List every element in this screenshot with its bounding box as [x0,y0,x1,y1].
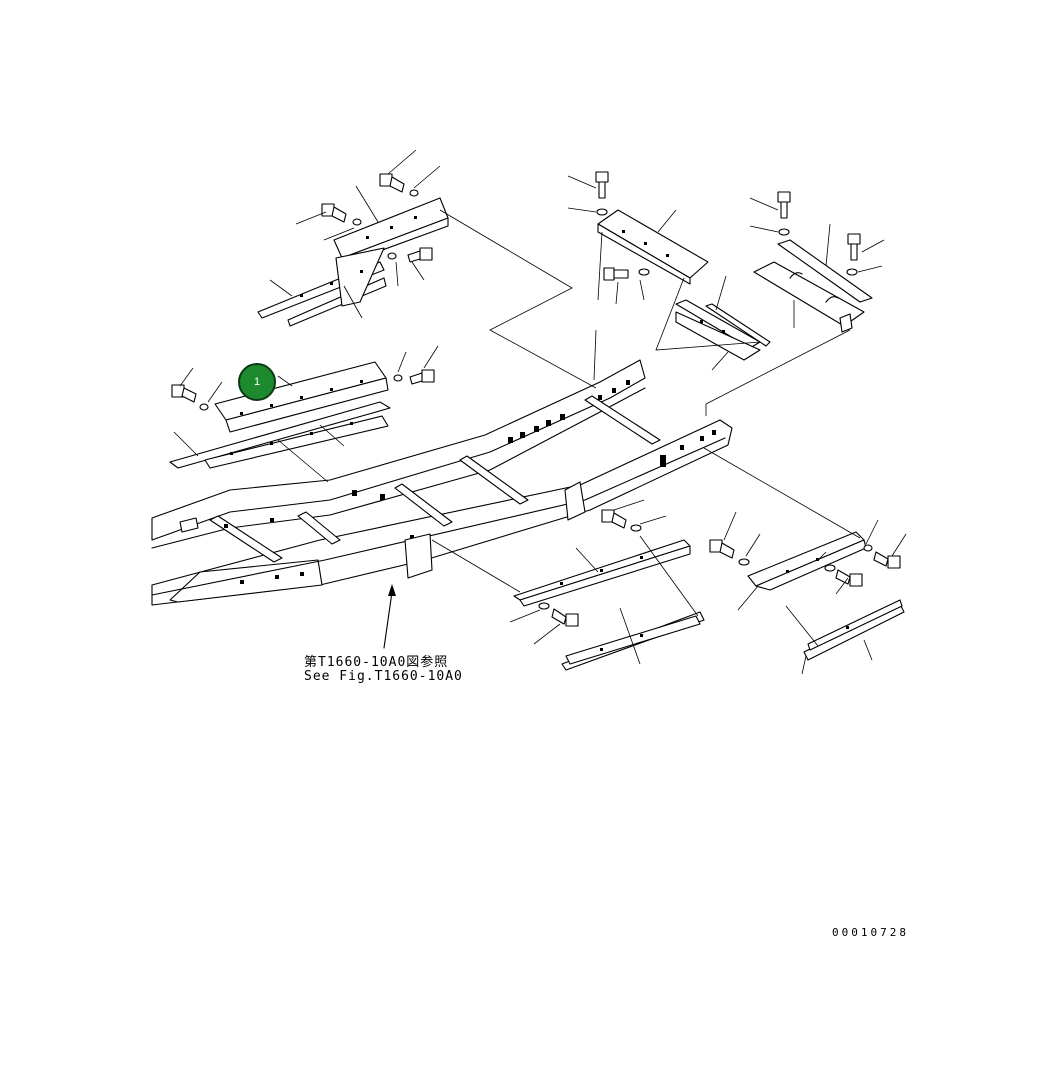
left-cover-group [169,345,439,483]
bolt-upper-left-1 [379,173,405,193]
bolt-lower-right-2 [835,569,863,587]
bolt-upper-right-2 [847,233,861,261]
bolt-lower-right-3 [873,551,901,569]
upper-left-cover-group [257,149,597,389]
bolt-left-1 [171,384,197,403]
lower-right-step-group [703,447,907,675]
bolt-upper-left-2 [321,203,347,223]
bolt-upper-left-3 [407,247,433,263]
callout-label: 1 [253,376,261,388]
reference-text-en: See Fig.T1660-10A0 [304,669,463,684]
bolt-upper-center-1 [595,171,609,199]
callout-marker-1[interactable]: 1 [238,363,276,401]
upper-right-cover-group [705,191,885,416]
bolt-lower-center-1 [601,509,627,529]
reference-text-ja: 第T1660-10A0図参照 [304,655,449,670]
bolt-lower-center-2 [551,608,579,627]
upper-center-cover-group [567,171,771,381]
bolt-lower-right-1 [709,539,735,559]
main-frame [151,359,733,606]
bolt-right-1 [409,369,435,385]
drawing-number: 00010728 [832,926,909,939]
bolt-upper-right-1 [777,191,791,219]
lower-center-step-group [431,499,705,671]
reference-arrow [383,584,396,649]
bolt-upper-center-2 [603,267,629,281]
